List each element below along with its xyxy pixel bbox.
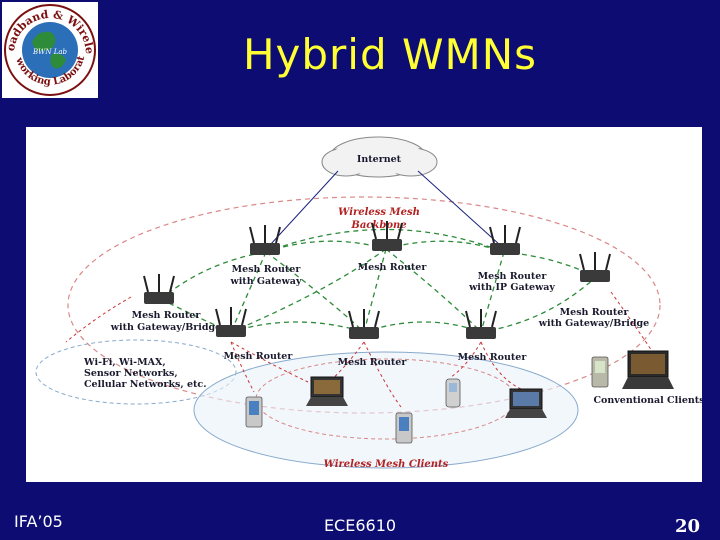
slide-title: Hybrid WMNs (242, 30, 538, 79)
pda-client-icon (395, 412, 413, 444)
other-networks-line1: Wi-Fi, Wi-MAX, (83, 357, 166, 368)
router-ip-gateway: Mesh Router with IP Gateway (468, 225, 555, 293)
router-label: Mesh Router (478, 271, 548, 282)
router-label: Mesh Router (224, 351, 294, 362)
footer-left: IFA’05 (14, 512, 63, 531)
page-number: 20 (674, 516, 700, 537)
logo-graphic: BWN Lab Broadband & Wireless Networking … (0, 0, 98, 98)
router-bottom-center: Mesh Router (338, 309, 408, 368)
router-label: Mesh Router (358, 262, 428, 273)
logo-center-text: BWN Lab (32, 48, 68, 56)
router-gateway: Mesh Router with Gateway (230, 225, 302, 287)
router-label: Mesh Router (338, 357, 408, 368)
other-networks-ellipse (35, 339, 237, 405)
router-label: Mesh Router (560, 307, 630, 318)
backbone-label-line1: Wireless Mesh (338, 207, 420, 218)
router-left-bridge: Mesh Router with Gateway/Bridge (110, 274, 221, 333)
router-sublabel: with Gateway (230, 276, 302, 287)
conventional-clients-label: Conventional Clients (593, 395, 702, 406)
mesh-clients-label: Wireless Mesh Clients (324, 459, 449, 470)
hybrid-wmn-diagram: Internet Wireless Mesh Backbone (35, 136, 702, 470)
backbone-label-line2: Backbone (350, 220, 406, 231)
other-networks-line3: Cellular Networks, etc. (84, 379, 207, 390)
router-sublabel: with Gateway/Bridge (110, 322, 221, 333)
router-label: Mesh Router (458, 352, 528, 363)
router-bottom-left: Mesh Router (215, 307, 294, 362)
phone-client-icon (445, 378, 461, 408)
router-label: Mesh Router (232, 264, 302, 275)
other-networks-line2: Sensor Networks, (84, 368, 178, 379)
bwn-lab-logo: BWN Lab Broadband & Wireless Networking … (0, 0, 98, 98)
clients-ellipse (193, 351, 579, 469)
router-sublabel: with IP Gateway (468, 282, 555, 293)
router-label: Mesh Router (132, 310, 202, 321)
router-sublabel: with Gateway/Bridge (538, 318, 649, 329)
internet-label: Internet (357, 154, 402, 165)
pda-client-icon (245, 396, 263, 428)
laptop-client-icon (505, 388, 547, 418)
internet-cloud: Internet (321, 136, 438, 178)
router-center-top: Mesh Router (358, 221, 428, 273)
conventional-laptop-icon (622, 350, 674, 389)
diagram-panel: Internet Wireless Mesh Backbone (26, 127, 702, 482)
footer-course: ECE6610 (323, 516, 397, 535)
router-bottom-right: Mesh Router (458, 309, 528, 363)
conventional-pda-icon (591, 356, 609, 388)
router-right-bridge: Mesh Router with Gateway/Bridge (538, 252, 649, 329)
laptop-client-icon (306, 376, 348, 406)
